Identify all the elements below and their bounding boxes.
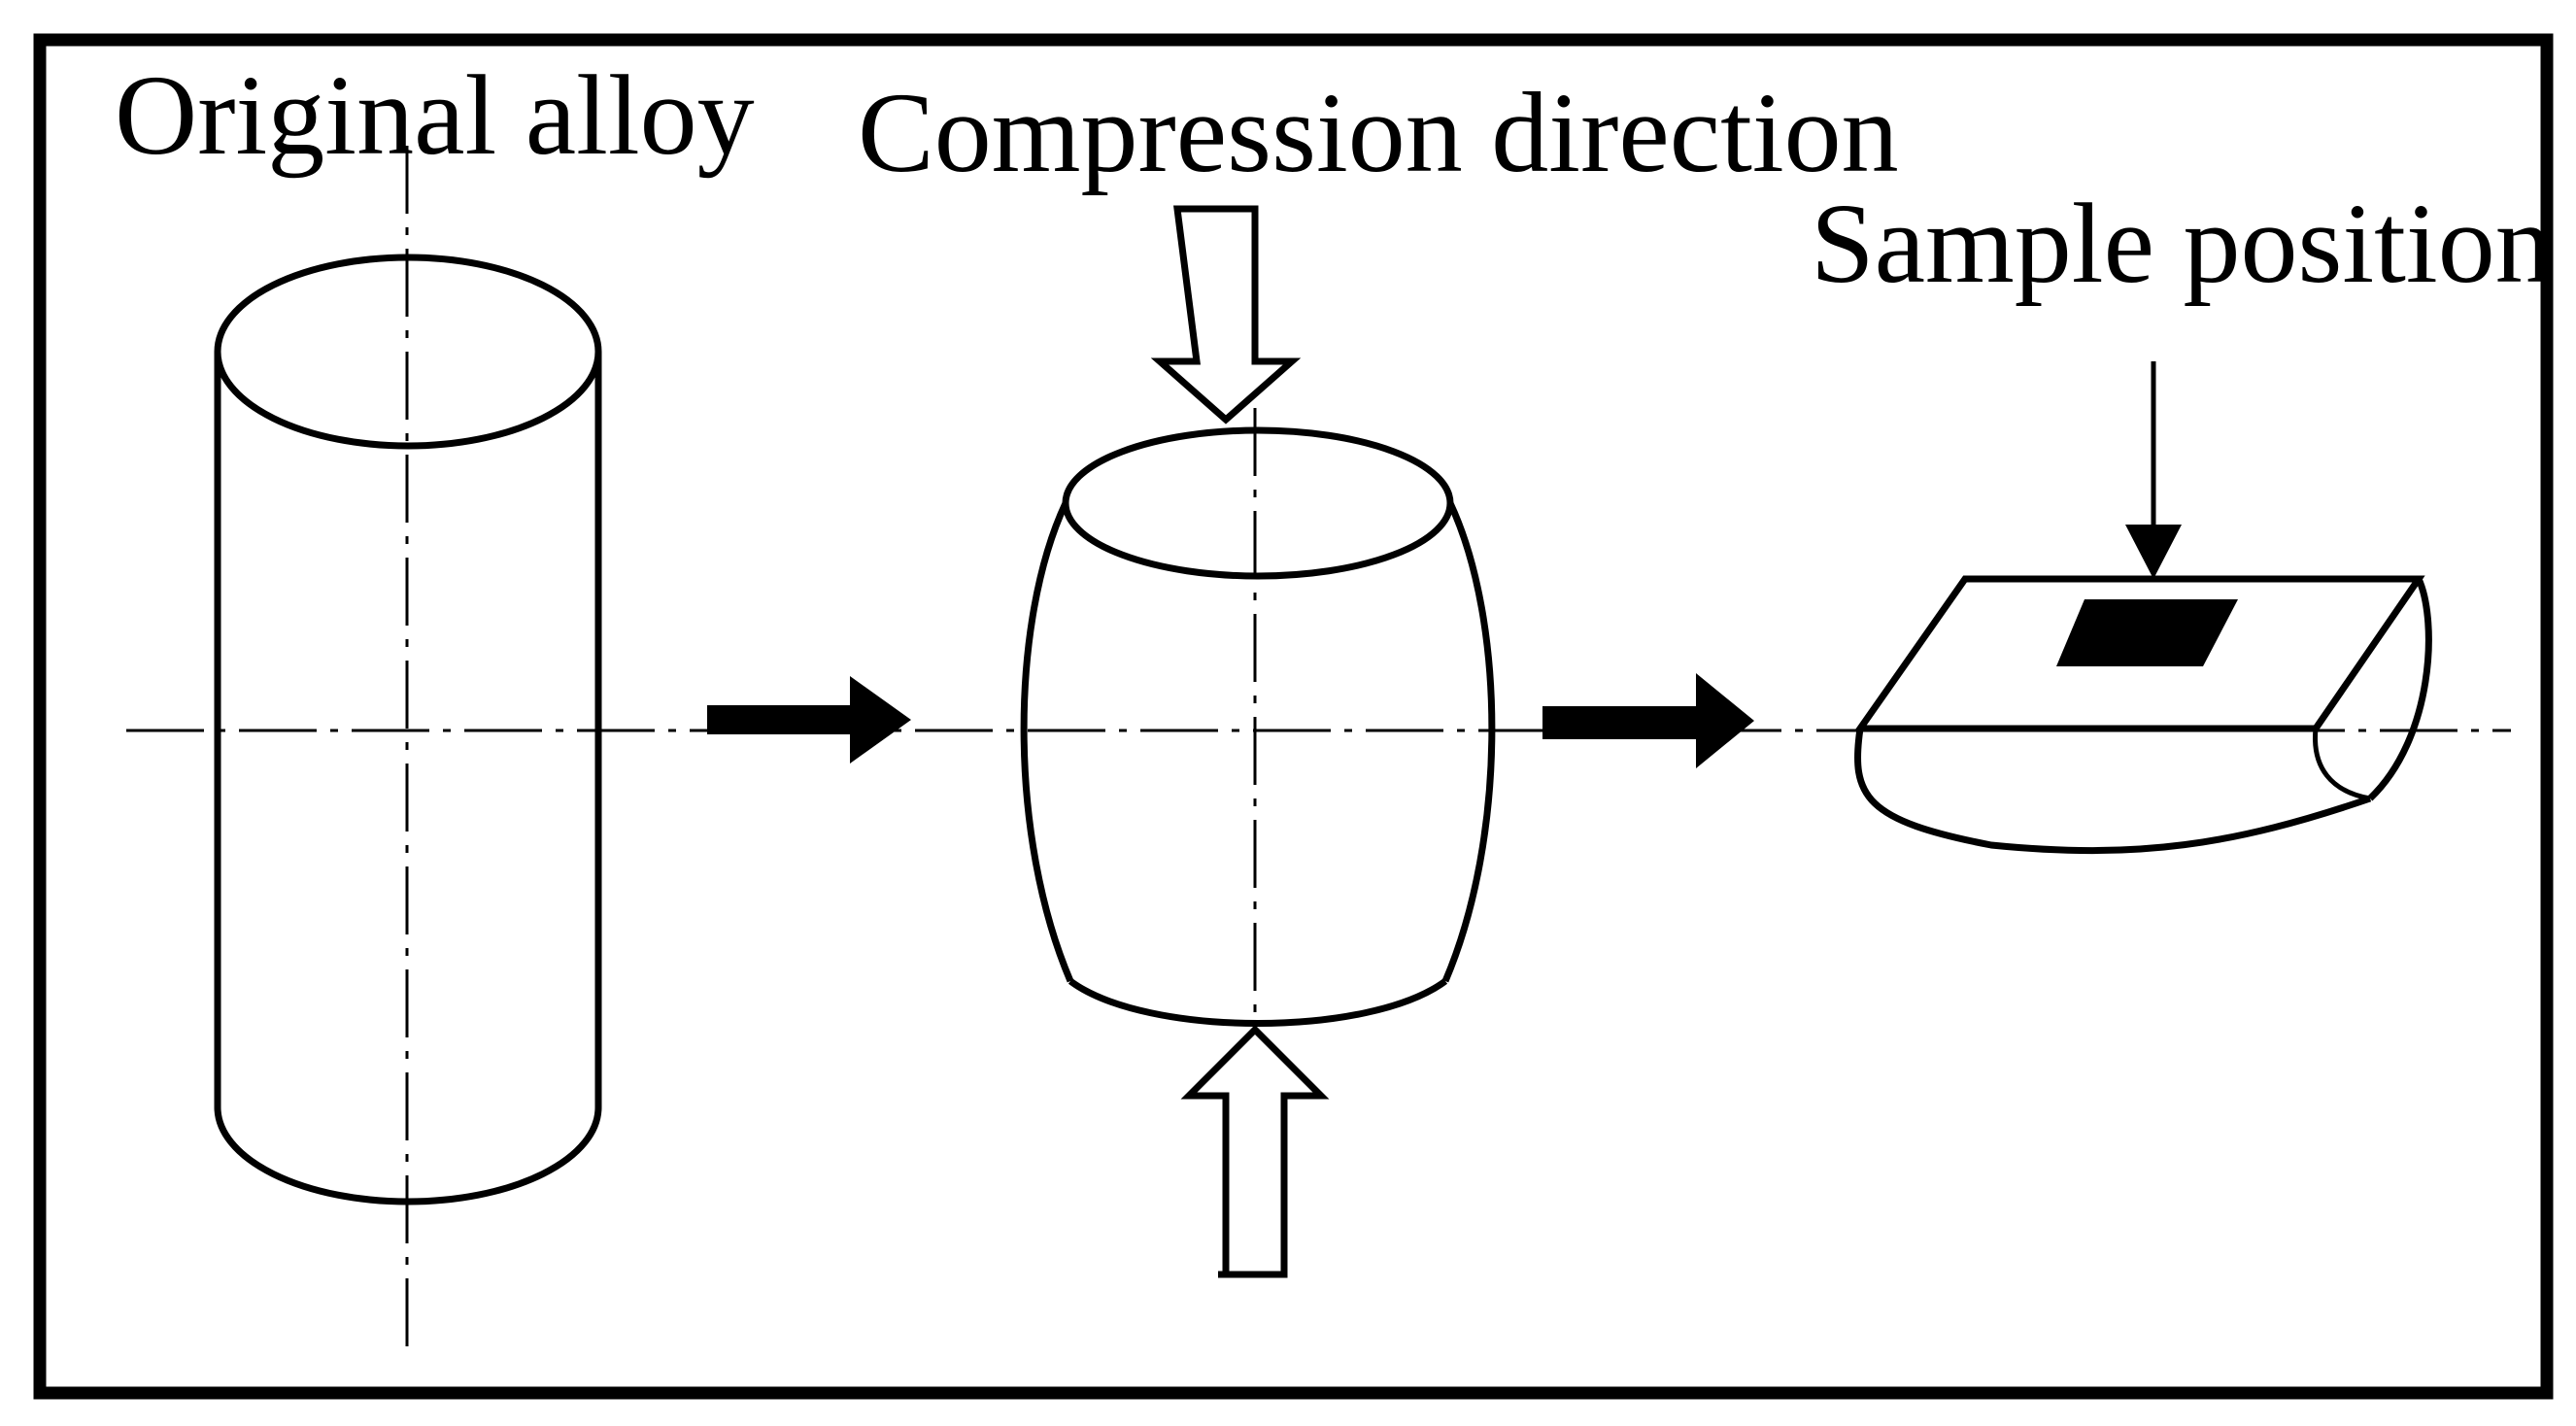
label-compression-direction: Compression direction — [858, 69, 1899, 196]
compressed-barrel — [1020, 408, 1496, 1137]
sample-bottom-curve — [1854, 728, 2372, 855]
label-original-alloy: Original alloy — [115, 51, 755, 179]
compression-arrow-top — [1150, 205, 1302, 424]
sample-end-face-inner — [2313, 728, 2371, 801]
cylinder-bottom-edge — [214, 1106, 602, 1205]
compression-arrow-bottom — [1180, 1025, 1330, 1278]
barrel-left-side — [1020, 501, 1074, 983]
original-alloy-cylinder — [214, 146, 602, 1350]
sample-end-face-outer — [2367, 577, 2432, 801]
sliced-sample — [1853, 575, 2432, 855]
label-sample-position: Sample position — [1811, 180, 2553, 307]
process-arrow-2 — [1542, 673, 1754, 768]
sample-cut-marker — [2056, 599, 2238, 666]
barrel-bottom-edge — [1068, 978, 1448, 1027]
process-arrow-1 — [707, 676, 911, 764]
barrel-right-side — [1441, 501, 1496, 983]
sample-position-arrow — [2125, 361, 2182, 579]
